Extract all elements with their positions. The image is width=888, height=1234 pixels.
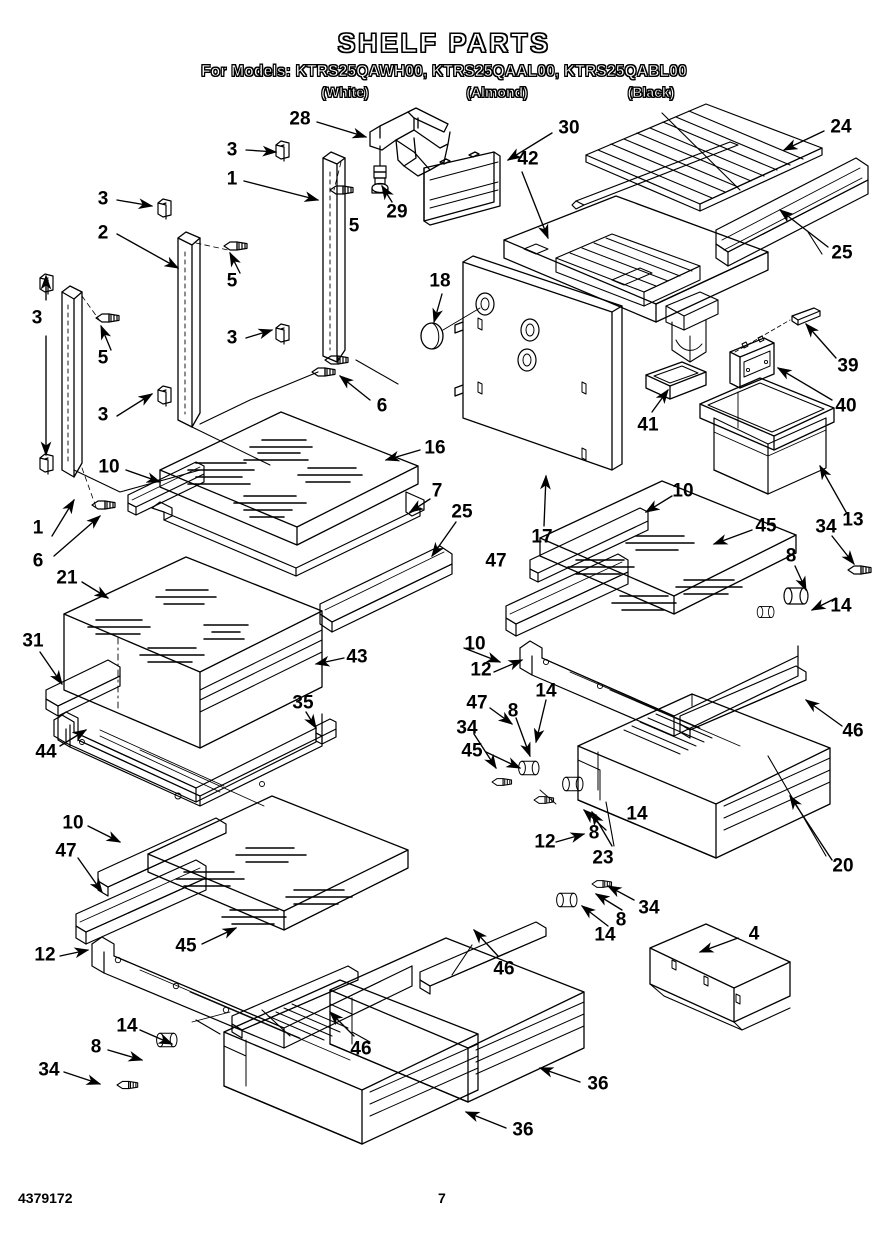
part-callout-3: 3 — [226, 139, 238, 161]
part-callout-24: 24 — [830, 116, 852, 138]
part-callout-10: 10 — [62, 812, 84, 834]
page-number: 7 — [438, 1190, 446, 1206]
part-callout-47: 47 — [485, 550, 507, 572]
part-callout-41: 41 — [637, 414, 659, 436]
part-callout-5: 5 — [97, 347, 109, 369]
part-callout-45: 45 — [175, 935, 197, 957]
part-callout-3: 3 — [97, 188, 109, 210]
part-callout-6: 6 — [376, 395, 388, 417]
part-callout-2: 2 — [97, 222, 109, 244]
part-callout-31: 31 — [22, 630, 44, 652]
part-callout-8: 8 — [615, 909, 627, 931]
part-callout-35: 35 — [292, 692, 314, 714]
part-callout-20: 20 — [832, 855, 854, 877]
part-callout-39: 39 — [837, 355, 859, 377]
part-callout-6: 6 — [32, 550, 44, 572]
part-callout-36: 36 — [587, 1073, 609, 1095]
color-variant-label: (Almond) — [466, 84, 528, 101]
part-callout-42: 42 — [517, 148, 539, 170]
part-callout-7: 7 — [431, 480, 443, 502]
part-callout-47: 47 — [466, 692, 488, 714]
part-callout-45: 45 — [755, 515, 777, 537]
part-callout-47: 47 — [55, 840, 77, 862]
part-callout-34: 34 — [456, 717, 478, 739]
part-callout-18: 18 — [429, 270, 451, 292]
part-callout-4: 4 — [748, 923, 760, 945]
part-callout-5: 5 — [348, 215, 360, 237]
part-callout-12: 12 — [534, 831, 556, 853]
part-callout-8: 8 — [90, 1036, 102, 1058]
part-callout-30: 30 — [558, 117, 580, 139]
part-callout-34: 34 — [38, 1059, 60, 1081]
page-header: SHELF PARTS For Models: KTRS25QAWH00, KT… — [0, 0, 888, 104]
part-callout-10: 10 — [98, 456, 120, 478]
part-callout-3: 3 — [226, 327, 238, 349]
publication-number: 4379172 — [18, 1190, 73, 1206]
part-callout-36: 36 — [512, 1119, 534, 1141]
part-callout-44: 44 — [35, 741, 57, 763]
part-callout-23: 23 — [592, 847, 614, 869]
part-callout-29: 29 — [386, 201, 408, 223]
part-callout-14: 14 — [626, 803, 648, 825]
page-footer: 4379172 7 — [0, 1190, 888, 1214]
part-callout-46: 46 — [350, 1038, 372, 1060]
part-callout-34: 34 — [815, 516, 837, 538]
part-callout-21: 21 — [56, 567, 78, 589]
part-callout-28: 28 — [289, 108, 311, 130]
part-callout-40: 40 — [835, 395, 857, 417]
part-callout-43: 43 — [346, 646, 368, 668]
part-callout-12: 12 — [34, 944, 56, 966]
part-callout-16: 16 — [424, 437, 446, 459]
models-line: For Models: KTRS25QAWH00, KTRS25QAAL00, … — [201, 63, 687, 81]
part-callout-5: 5 — [226, 270, 238, 292]
part-callout-13: 13 — [842, 509, 864, 531]
part-callout-25: 25 — [831, 242, 853, 264]
part-callout-46: 46 — [842, 720, 864, 742]
part-callout-1: 1 — [226, 168, 238, 190]
part-callout-8: 8 — [588, 822, 600, 844]
part-callout-14: 14 — [594, 924, 616, 946]
part-callout-34: 34 — [638, 897, 660, 919]
part-callout-3: 3 — [97, 404, 109, 426]
part-callout-8: 8 — [785, 545, 797, 567]
part-callout-45: 45 — [461, 740, 483, 762]
part-callout-46: 46 — [493, 958, 515, 980]
part-callout-25: 25 — [451, 501, 473, 523]
part-callout-8: 8 — [507, 700, 519, 722]
color-variant-row: (White) (Almond) (Black) — [0, 84, 888, 104]
part-callout-10: 10 — [672, 480, 694, 502]
part-callout-10: 10 — [464, 633, 486, 655]
part-callout-1: 1 — [32, 517, 44, 539]
part-callout-14: 14 — [830, 595, 852, 617]
part-callout-3: 3 — [31, 307, 43, 329]
color-variant-label: (Black) — [627, 84, 675, 101]
color-variant-label: (White) — [321, 84, 369, 101]
page-title: SHELF PARTS — [337, 27, 551, 58]
part-callout-14: 14 — [116, 1015, 138, 1037]
part-callout-17: 17 — [531, 526, 553, 548]
part-callout-12: 12 — [470, 659, 492, 681]
part-callout-14: 14 — [535, 680, 557, 702]
